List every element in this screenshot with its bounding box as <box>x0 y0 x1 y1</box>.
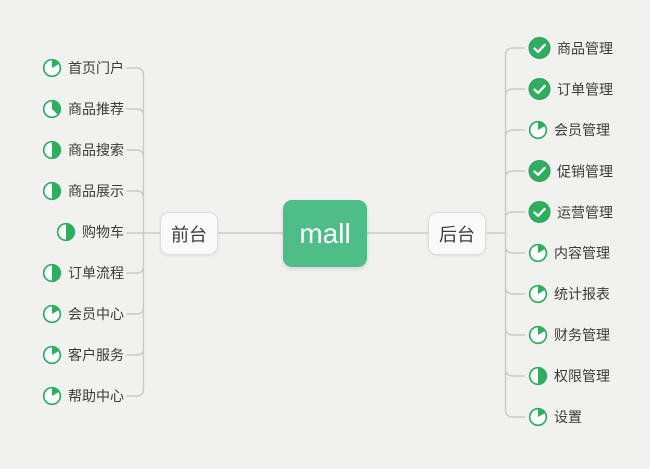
topic-label: 商品搜索 <box>68 142 124 158</box>
topic-label: 权限管理 <box>554 368 610 384</box>
progress-pie-icon <box>42 304 62 324</box>
topic-label: 财务管理 <box>554 327 610 343</box>
topic-item[interactable]: 财务管理 <box>528 325 610 345</box>
topic-item[interactable]: 权限管理 <box>528 366 610 386</box>
root-node-mall[interactable]: mall <box>283 200 367 267</box>
progress-pie-icon <box>42 386 62 406</box>
topic-label: 促销管理 <box>557 163 613 179</box>
progress-pie-icon <box>528 120 548 140</box>
progress-pie-icon <box>42 140 62 160</box>
check-icon <box>528 36 551 60</box>
topic-item[interactable]: 商品推荐 <box>42 99 124 119</box>
topic-item[interactable]: 订单管理 <box>528 77 613 101</box>
topic-label: 会员管理 <box>554 122 610 138</box>
topic-label: 商品推荐 <box>68 101 124 117</box>
topic-label: 商品展示 <box>68 183 124 199</box>
check-icon <box>528 200 551 224</box>
topic-label: 订单流程 <box>68 265 124 281</box>
topic-label: 客户服务 <box>68 347 124 363</box>
topic-label: 商品管理 <box>557 40 613 56</box>
branch-node-backend[interactable]: 后台 <box>428 212 486 255</box>
topic-label: 首页门户 <box>68 60 124 76</box>
progress-pie-icon <box>528 325 548 345</box>
topic-item[interactable]: 会员中心 <box>42 304 124 324</box>
progress-pie-icon <box>528 407 548 427</box>
topic-label: 帮助中心 <box>68 388 124 404</box>
topic-item[interactable]: 首页门户 <box>42 58 124 78</box>
check-icon <box>528 159 551 183</box>
topic-item[interactable]: 商品搜索 <box>42 140 124 160</box>
progress-pie-icon <box>42 345 62 365</box>
topic-label: 设置 <box>554 409 582 425</box>
progress-pie-icon <box>528 243 548 263</box>
topic-item[interactable]: 客户服务 <box>42 345 124 365</box>
topic-label: 内容管理 <box>554 245 610 261</box>
topic-item[interactable]: 购物车 <box>56 222 124 242</box>
topic-item[interactable]: 设置 <box>528 407 582 427</box>
topic-item[interactable]: 统计报表 <box>528 284 610 304</box>
topic-item[interactable]: 商品展示 <box>42 181 124 201</box>
progress-pie-icon <box>42 263 62 283</box>
topic-item[interactable]: 运营管理 <box>528 200 613 224</box>
progress-pie-icon <box>42 58 62 78</box>
topic-label: 购物车 <box>82 224 124 240</box>
check-icon <box>528 77 551 101</box>
progress-pie-icon <box>42 181 62 201</box>
topic-item[interactable]: 促销管理 <box>528 159 613 183</box>
progress-pie-icon <box>56 222 76 242</box>
topic-item[interactable]: 订单流程 <box>42 263 124 283</box>
topic-item[interactable]: 帮助中心 <box>42 386 124 406</box>
topic-label: 会员中心 <box>68 306 124 322</box>
topic-item[interactable]: 会员管理 <box>528 120 610 140</box>
topic-label: 运营管理 <box>557 204 613 220</box>
progress-pie-icon <box>42 99 62 119</box>
branch-node-frontend[interactable]: 前台 <box>160 212 218 255</box>
progress-pie-icon <box>528 284 548 304</box>
topic-item[interactable]: 内容管理 <box>528 243 610 263</box>
topic-item[interactable]: 商品管理 <box>528 36 613 60</box>
progress-pie-icon <box>528 366 548 386</box>
topic-label: 订单管理 <box>557 81 613 97</box>
topic-label: 统计报表 <box>554 286 610 302</box>
